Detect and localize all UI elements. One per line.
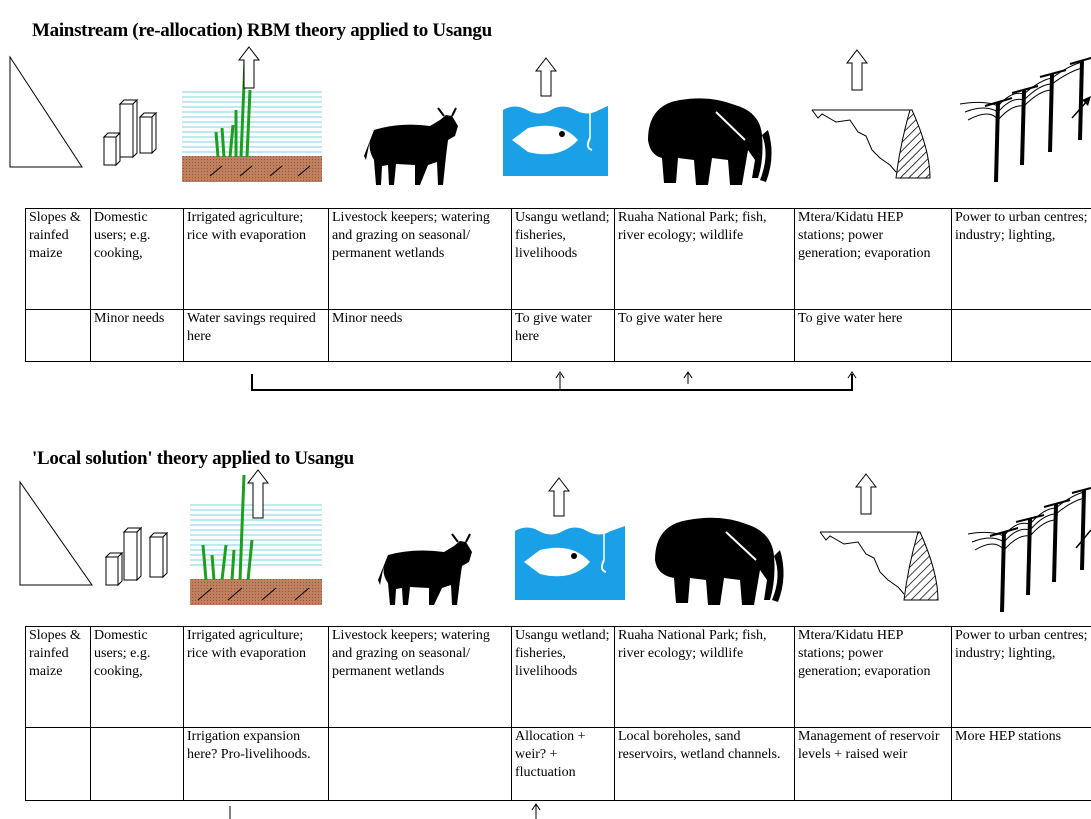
cell-ruaha: Ruaha National Park; fish, river ecology… — [614, 208, 795, 310]
up-arrow-icon — [845, 49, 869, 91]
note-cell: Allocation + weir? + fluctuation — [511, 727, 615, 801]
cell-livestock: Livestock keepers; watering and grazing … — [328, 208, 512, 310]
note-cell — [951, 309, 1091, 362]
note-cell: Minor needs — [328, 309, 512, 362]
note-cell: To give water here — [511, 309, 615, 362]
cell-slopes: Slopes & rainfed maize — [25, 626, 91, 728]
cell-power: Power to urban centres; industry; lighti… — [951, 626, 1091, 728]
section-2-title: 'Local solution' theory applied to Usang… — [32, 448, 354, 469]
power-lines-icon — [967, 487, 1091, 613]
note-cell — [90, 727, 184, 801]
cell-livestock: Livestock keepers; watering and grazing … — [328, 626, 512, 728]
note-cell: Management of reservoir levels + raised … — [794, 727, 952, 801]
cell-power: Power to urban centres; industry; lighti… — [951, 208, 1091, 310]
slope-icon — [19, 480, 93, 586]
note-cell: To give water here — [614, 309, 795, 362]
cell-irrigated: Irrigated agriculture; rice with evapora… — [183, 626, 329, 728]
fish-icon — [515, 524, 625, 600]
irrigated-rice-icon — [190, 474, 322, 605]
note-cell — [25, 727, 91, 801]
section-2-connector — [229, 803, 541, 819]
power-lines-icon — [959, 57, 1091, 183]
slope-icon — [9, 55, 83, 168]
section-1-title: Mainstream (re-allocation) RBM theory ap… — [32, 20, 492, 41]
cell-ruaha: Ruaha National Park; fish, river ecology… — [614, 626, 795, 728]
note-cell: Minor needs — [90, 309, 184, 362]
elephant-icon — [655, 517, 784, 605]
cell-mtera: Mtera/Kidatu HEP stations; power generat… — [794, 208, 952, 310]
outflow-arrows — [246, 469, 878, 519]
section-1-connector — [251, 371, 857, 391]
cell-usangu: Usangu wetland; fisheries, livelihoods — [511, 626, 615, 728]
cell-domestic: Domestic users; e.g. cooking, — [90, 626, 184, 728]
domestic-buildings-icon — [102, 98, 158, 167]
note-cell — [25, 309, 91, 362]
domestic-buildings-icon — [104, 526, 169, 587]
cell-mtera: Mtera/Kidatu HEP stations; power generat… — [794, 626, 952, 728]
note-cell: More HEP stations — [951, 727, 1091, 801]
section-1-table: Slopes & rainfed maize Domestic users; e… — [25, 208, 1091, 362]
up-arrow-icon — [854, 473, 878, 515]
cell-domestic: Domestic users; e.g. cooking, — [90, 208, 184, 310]
outflow-arrows — [237, 46, 869, 97]
up-arrow-icon — [237, 46, 261, 89]
cow-icon — [364, 107, 458, 185]
note-cell: Water savings required here — [183, 309, 329, 362]
irrigated-rice-icon — [182, 59, 322, 182]
fish-icon — [503, 103, 608, 176]
dam-icon — [819, 531, 939, 601]
outflow-arrow-icon — [1071, 96, 1091, 119]
note-cell: To give water here — [794, 309, 952, 362]
up-arrow-icon — [547, 477, 571, 517]
note-cell — [328, 727, 512, 801]
cell-irrigated: Irrigated agriculture; rice with evapora… — [183, 208, 329, 310]
up-arrow-icon — [534, 57, 558, 97]
note-cell: Irrigation expansion here? Pro-livelihoo… — [183, 727, 329, 801]
up-arrow-icon — [246, 469, 270, 519]
outflow-arrow-icon — [1075, 529, 1091, 549]
note-cell: Local boreholes, sand reservoirs, wetlan… — [614, 727, 795, 801]
section-2-table: Slopes & rainfed maize Domestic users; e… — [25, 626, 1091, 801]
cow-icon — [378, 533, 472, 605]
elephant-icon — [648, 98, 772, 185]
dam-icon — [811, 109, 931, 179]
